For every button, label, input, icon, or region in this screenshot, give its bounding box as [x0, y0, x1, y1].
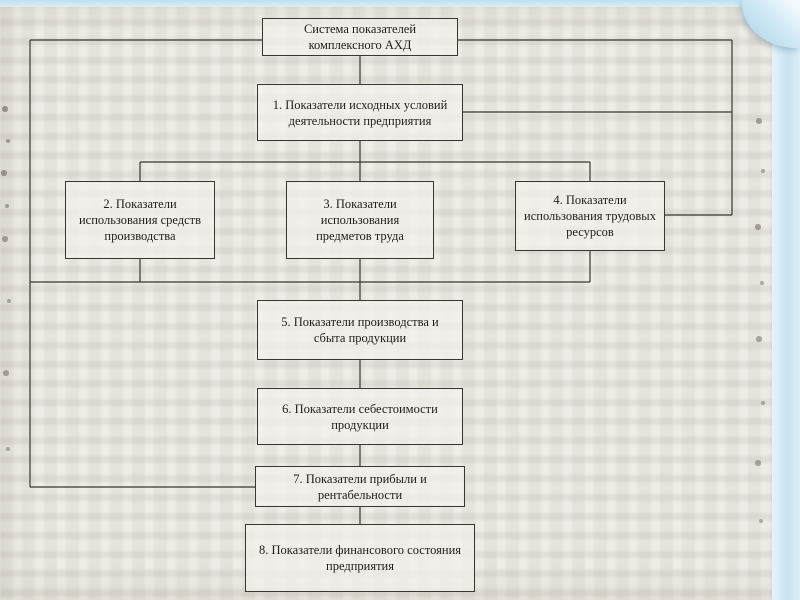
diagram-box-8: 8. Показатели финансового состояния пред… [245, 524, 475, 592]
diagram-box-8-label: 8. Показатели финансового состояния пред… [258, 543, 462, 573]
slide-top-border [0, 0, 800, 7]
diagram-box-6: 6. Показатели себестоимости продукции [257, 388, 463, 445]
slide-right-border [772, 0, 800, 600]
diagram-title-box: Система показателей комплексного АХД [262, 18, 458, 56]
diagram-title-label: Система показателей комплексного АХД [303, 22, 417, 52]
diagram-box-7: 7. Показатели прибыли и рентабельности [255, 466, 465, 507]
diagram-box-1: 1. Показатели исходных условий деятельно… [257, 84, 463, 141]
diagram-box-3: 3. Показатели использования предметов тр… [286, 181, 434, 259]
diagram-box-4-label: 4. Показатели использования трудовых рес… [524, 193, 656, 239]
diagram-box-5-label: 5. Показатели производства и сбыта проду… [281, 315, 439, 345]
diagram-box-2-label: 2. Показатели использования средств прои… [78, 197, 202, 243]
diagram-box-7-label: 7. Показатели прибыли и рентабельности [293, 471, 427, 502]
diagram-box-2: 2. Показатели использования средств прои… [65, 181, 215, 259]
diagram-box-6-label: 6. Показатели себестоимости продукции [282, 401, 438, 432]
diagram-box-4: 4. Показатели использования трудовых рес… [515, 181, 665, 251]
diagram-box-3-label: 3. Показатели использования предметов тр… [316, 197, 404, 243]
diagram-box-1-label: 1. Показатели исходных условий деятельно… [272, 97, 448, 128]
diagram-box-5: 5. Показатели производства и сбыта проду… [257, 300, 463, 360]
